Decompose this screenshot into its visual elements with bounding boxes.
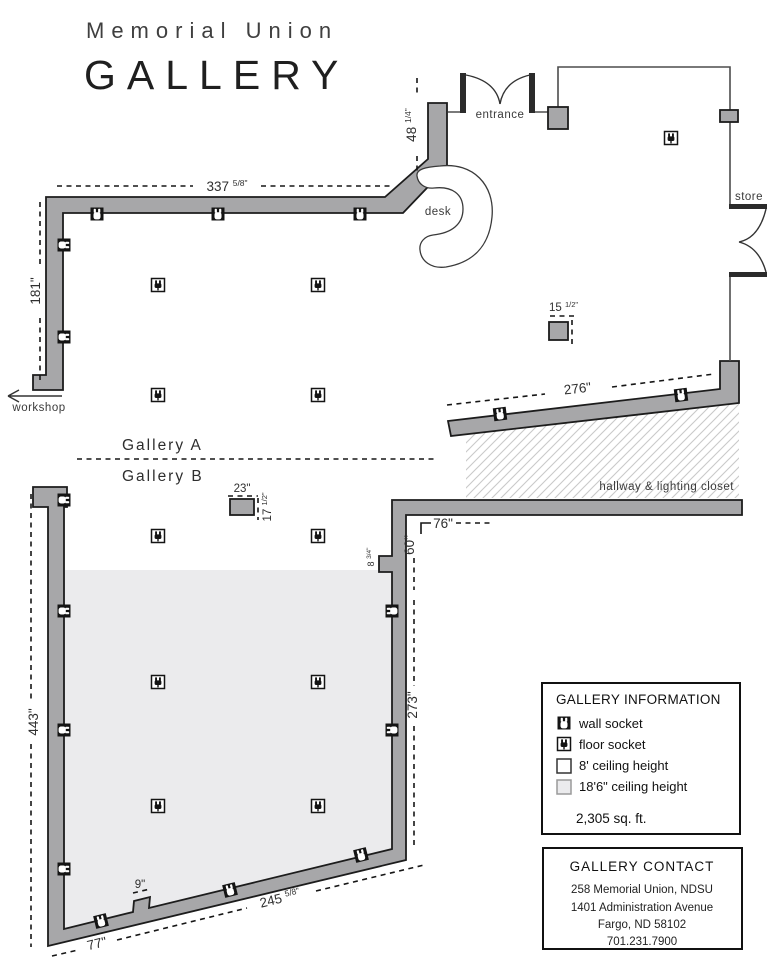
dim-line-9 — [132, 888, 151, 894]
contact-title: GALLERY CONTACT — [570, 859, 715, 874]
dim-245-label: 245 5/8" — [258, 885, 302, 910]
wall-socket-icon — [211, 207, 225, 221]
high-ceiling-shaded-area — [64, 570, 391, 929]
floor-socket-icon — [150, 674, 166, 690]
floor-socket-icon — [310, 798, 326, 814]
floor-socket-icon — [150, 528, 166, 544]
dim-76-label: 76" — [433, 516, 453, 531]
dim-337-label: 337 5/8" — [206, 178, 247, 194]
wall-socket-icon — [673, 387, 689, 403]
page-title-line1: Memorial Union — [86, 18, 338, 43]
dim-273-label: 273" — [405, 691, 420, 719]
dim-line-245-77 — [51, 864, 425, 957]
pillar-gallery-b — [229, 498, 255, 516]
legend-18ft-label: 18'6" ceiling height — [579, 779, 688, 794]
legend-floor-socket-icon — [556, 736, 572, 752]
wall-socket-icon — [57, 723, 71, 737]
floor-socket-icon — [310, 277, 326, 293]
desk-label: desk — [425, 206, 451, 218]
wall-socket-icon — [57, 330, 71, 344]
legend-18ft-swatch — [556, 779, 572, 795]
dim-8-label: 8 3/4" — [366, 547, 376, 567]
wall-socket-icon — [90, 207, 104, 221]
hallway-label: hallway & lighting closet — [599, 481, 734, 493]
floor-socket-icon — [310, 528, 326, 544]
hallway-wall — [446, 360, 740, 437]
gallery-a-wall — [32, 102, 448, 391]
wall-socket-icon — [353, 207, 367, 221]
gallery-information-box: GALLERY INFORMATION wall socket floor so… — [541, 682, 741, 835]
wall-socket-icon — [57, 238, 71, 252]
store-label: store — [735, 191, 763, 203]
dim-line-276 — [446, 373, 715, 406]
legend-wall-socket-icon — [557, 716, 571, 730]
gallery-contact-box: GALLERY CONTACT 258 Memorial Union, NDSU… — [542, 847, 743, 950]
gallery-b-wall — [32, 486, 743, 948]
wall-socket-icon — [57, 604, 71, 618]
floor-socket-icon — [310, 387, 326, 403]
legend-border — [541, 682, 741, 835]
workshop-label: workshop — [11, 402, 65, 414]
lobby-outline — [557, 66, 731, 204]
dim-77-label: 77" — [85, 934, 108, 953]
pillar-gallery-a — [548, 321, 569, 341]
entrance-door-leaf-right — [529, 73, 535, 113]
workshop-arrow — [7, 389, 62, 403]
contact-border — [542, 847, 743, 950]
legend-8ft-swatch — [556, 758, 572, 774]
dim-17-label: 17 1/2" — [260, 492, 274, 521]
reception-desk — [416, 164, 493, 268]
contact-line-1: 258 Memorial Union, NDSU — [571, 884, 713, 896]
wall-socket-icon — [385, 604, 399, 618]
legend-wall-socket-label: wall socket — [578, 716, 643, 731]
dim-line-23-17 — [228, 495, 259, 520]
wall-socket-icon — [385, 723, 399, 737]
dim-9-label: 9" — [135, 879, 145, 891]
gallery-a-label: Gallery A — [122, 437, 203, 454]
dim-23-label: 23" — [234, 483, 251, 495]
floor-socket-icon — [310, 674, 326, 690]
floor-socket-icon — [150, 798, 166, 814]
store-door-swing-top — [738, 208, 767, 243]
hallway-hatched-area — [466, 404, 739, 498]
gallery-b-label: Gallery B — [122, 468, 204, 485]
page-title-line2: GALLERY — [84, 52, 349, 98]
wall-beam — [719, 109, 739, 123]
legend-8ft-label: 8' ceiling height — [579, 758, 669, 773]
legend-title: GALLERY INFORMATION — [556, 692, 721, 707]
floor-socket-icon — [663, 130, 679, 146]
entrance-door-swing-right — [499, 74, 531, 105]
entrance-door-swing-left — [465, 74, 501, 105]
floor-socket-icon — [150, 387, 166, 403]
floor-socket-icon — [150, 277, 166, 293]
dim-276-label: 276" — [563, 380, 592, 398]
store-door-leaf-top — [729, 204, 767, 209]
entrance-pillar — [547, 106, 569, 130]
dim-15-label: 15 1/2" — [549, 300, 578, 314]
dim-60-label: 60" — [402, 535, 417, 555]
dim-corner-76 — [420, 522, 431, 534]
dim-48-label: 48 1/4" — [403, 108, 419, 142]
store-door-swing-bottom — [738, 241, 767, 273]
wall-socket-icon — [492, 406, 508, 422]
wall-socket-icon — [57, 493, 71, 507]
dim-181-label: 181" — [28, 277, 43, 305]
dim-line-15 — [550, 315, 578, 344]
store-door-leaf-bottom — [729, 272, 767, 277]
contact-line-3: Fargo, ND 58102 — [598, 919, 686, 931]
legend-floor-socket-label: floor socket — [579, 737, 646, 752]
contact-line-4: 701.231.7900 — [607, 936, 677, 948]
contact-line-2: 1401 Administration Avenue — [571, 902, 713, 914]
dim-443-label: 443" — [26, 708, 41, 736]
legend-area-label: 2,305 sq. ft. — [576, 811, 647, 826]
wall-socket-icon — [57, 862, 71, 876]
entrance-label: entrance — [476, 109, 525, 121]
entrance-door-leaf-left — [460, 73, 466, 113]
